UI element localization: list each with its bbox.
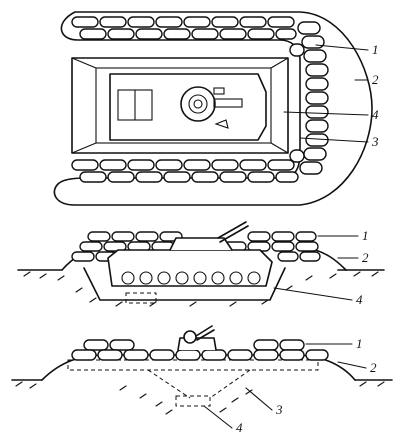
earth-berm-outline: [53, 11, 373, 206]
front-section-view: 1 2 3 4: [11, 325, 393, 435]
sandbags-front-section: [71, 339, 329, 361]
plan-view: 1 2 4 3: [53, 11, 379, 206]
label-top-1: 1: [372, 42, 379, 57]
sandbags-bottom-arm: [71, 159, 299, 183]
label-mid-2: 2: [362, 250, 369, 265]
label-bot-1: 1: [356, 336, 363, 351]
tank-side: [107, 221, 273, 287]
label-bot-3: 3: [275, 402, 283, 417]
label-mid-4: 4: [356, 292, 363, 307]
label-bot-2: 2: [370, 360, 377, 375]
label-top-4: 4: [372, 107, 379, 122]
turret-front: [177, 325, 217, 351]
label-bot-4: 4: [236, 420, 243, 435]
sandbags-front: [289, 21, 329, 175]
sandbags-top-arm: [71, 16, 297, 40]
side-section-view: 1 2 4: [17, 221, 385, 307]
label-top-3: 3: [371, 134, 379, 149]
pit-plan: [71, 57, 289, 154]
tank-plan: [109, 73, 267, 141]
label-top-2: 2: [372, 72, 379, 87]
label-mid-1: 1: [362, 228, 369, 243]
